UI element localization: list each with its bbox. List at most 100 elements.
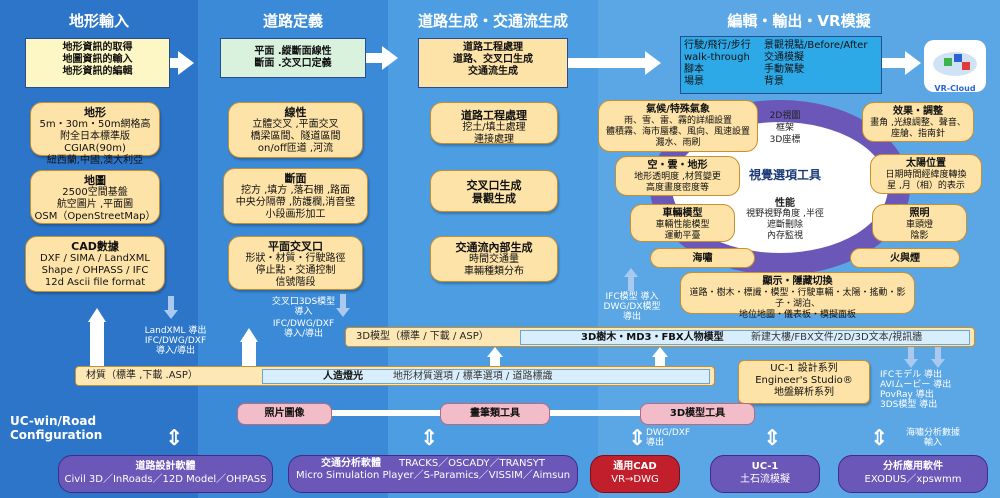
top-road-def-box: 平面 .縱斷面線性 斷面 .交叉口定義 xyxy=(220,38,366,78)
box-title: 照明 xyxy=(909,208,930,219)
analysis-software[interactable]: 分析應用軟件 EXODUS／xpswmm xyxy=(838,455,988,493)
box-line: DXF / SIMA / LandXML xyxy=(40,253,150,264)
top-text: walk-through xyxy=(684,52,750,63)
connector xyxy=(332,410,440,416)
io-line: 海嘯分析數據 xyxy=(905,428,960,438)
sky-box: 空・雲・地形 地形透明度 ,材質變更 高度畫度密度等 xyxy=(615,156,740,196)
cross3d-io: 交叉口3DS模型 導入 xyxy=(266,297,341,317)
arrow-down-icon xyxy=(931,359,945,368)
general-cad[interactable]: 通用CAD VR→DWG xyxy=(590,455,680,493)
box-line: 附全日本標準版CGIAR(90m) xyxy=(60,131,130,154)
view-option: 2D視圖 xyxy=(769,111,801,121)
arrow-stem xyxy=(340,294,346,308)
box-line: 挖土/填土處理 xyxy=(462,122,526,133)
box-line: 體積霧、海市蜃樓、風向、風速設置 xyxy=(605,127,750,137)
io-line: LandXML 導出 xyxy=(144,326,207,336)
box-line: 陰影 xyxy=(910,231,929,241)
top-text: 地圖資訊的輸入 xyxy=(62,54,133,65)
performance-line: 遮斷刪除 xyxy=(766,220,803,230)
box-line: 信號階段 xyxy=(275,277,316,288)
double-arrow-icon: ⇕ xyxy=(628,426,647,451)
box-title: 斷面 xyxy=(284,172,307,185)
arrow-up-icon xyxy=(240,328,258,342)
bottom-line: VR→DWG xyxy=(611,474,659,485)
box-line: Shape / OHPASS / IFC xyxy=(41,265,149,276)
io-line: DWG/DX模型 xyxy=(603,302,661,312)
arrow-stem xyxy=(242,340,256,366)
box-line: Engineer's Studio® xyxy=(755,375,853,386)
box-title: CAD數據 xyxy=(71,240,119,253)
box-line: 5m・30m・50m網格高 xyxy=(39,119,151,130)
fire-smoke-box: 火與煙 xyxy=(850,248,960,268)
io-line: PovRay 導出 xyxy=(880,390,934,400)
weather-box: 氣候/特殊氣象 雨、雪、雷、霧的詳細設置 體積霧、海市蜃樓、風向、風速設置 濺水… xyxy=(598,100,758,152)
box-line: 高度畫度密度等 xyxy=(645,183,709,193)
top-terrain-box: 地形資訊的取得 地圖資訊的輸入 地形資訊的編輯 xyxy=(25,38,170,88)
material-label: 材質（標準 ,下載 .ASP） xyxy=(86,370,198,381)
top-text: 手動駕駛 xyxy=(764,64,804,75)
bottom-title: UC-1 xyxy=(751,461,779,472)
io-line: 交叉口3DS模型 xyxy=(271,297,336,307)
lighting-box: 照明 車頭燈 陰影 xyxy=(872,204,967,242)
io-line: DWG/DXF xyxy=(646,428,691,438)
io-line: 導入/導出 xyxy=(283,329,324,339)
uc1-debris-flow[interactable]: UC-1 土石流模擬 xyxy=(710,455,820,493)
road-works-box: 道路工程處理 挖土/填土處理 連接處理 xyxy=(430,102,558,145)
display-toggle-box: 顯示・隱藏切換 道路・樹木・標識・模型・行駛車輛・太陽・搖動・影子・湖泊、 地位… xyxy=(680,272,915,320)
arrow-up-icon xyxy=(624,268,638,277)
intersection-box: 平面交叉口 形狀・材質・行駛路徑 停止點・交通控制 信號階段 xyxy=(228,236,363,290)
io-line: IFCモデル 導出 xyxy=(880,370,942,380)
box-line: 時間交通量 xyxy=(469,254,519,265)
box-line: 車輛種類分布 xyxy=(464,266,524,277)
trees-label: 3D樹木・MD3・FBX人物模型 xyxy=(581,332,724,343)
cloud-icon xyxy=(933,52,977,76)
io-line: IFC模型 導入 xyxy=(605,292,659,302)
box-title: 海嘯 xyxy=(692,253,713,264)
box-title: 線性 xyxy=(284,106,307,119)
top-text: 斷面 .交叉口定義 xyxy=(254,58,332,69)
box-title: 效果・調整 xyxy=(893,106,943,117)
io-line: 3DS模型 導出 xyxy=(880,400,938,410)
box-line: 12d Ascii file format xyxy=(44,277,146,288)
model3d-tool[interactable]: 3D模型工具 xyxy=(640,403,755,425)
arrow-up-icon xyxy=(88,308,106,322)
performance-line: 視野視野角度 ,半徑 xyxy=(746,209,824,219)
bottom-line: Civil 3D／InRoads／12D Model／OHPASS xyxy=(64,474,267,485)
double-arrow-icon: ⇕ xyxy=(870,426,889,451)
arrow-stem xyxy=(170,58,180,68)
box-line: 紐西蘭,中國,澳大利亞 xyxy=(46,155,144,166)
performance-line: 內存監視 xyxy=(766,231,803,241)
arrow-right-icon xyxy=(905,51,921,75)
box-line: 車輛性能模型 xyxy=(655,220,710,230)
map-box: 地圖 2500空間基盤 航空圖片 ,平面圖 OSM（OpenStreetMap） xyxy=(30,170,160,224)
top-text: 場景 xyxy=(684,76,704,87)
cad-data-box: CAD數據 DXF / SIMA / LandXML Shape / OHPAS… xyxy=(25,236,165,292)
arrow-down-icon xyxy=(164,310,178,319)
brush-tool[interactable]: 畫筆類工具 xyxy=(440,403,550,425)
lighting-label: 人造燈光 xyxy=(323,371,363,382)
config-label: UC-win/Road Configuration xyxy=(10,414,102,442)
bottom-title: 分析應用軟件 xyxy=(883,461,943,472)
landxml-io: LandXML 導出 IFC/DWG/DXF 導入/導出 xyxy=(138,326,213,356)
box-title: 車輛模型 xyxy=(662,208,703,219)
road-design-software[interactable]: 道路設計軟體 Civil 3D／InRoads／12D Model／OHPASS xyxy=(58,455,273,493)
box-line: OSM（OpenStreetMap） xyxy=(34,211,156,222)
arrow-up-icon xyxy=(652,347,668,357)
arrow-stem xyxy=(935,345,941,359)
uc1-design-box: UC-1 設計系列 Engineer's Studio® 地盤解析系列 xyxy=(738,360,870,404)
intersection-gen-box: 交叉口生成 景觀生成 xyxy=(430,170,558,212)
photo-image-tool[interactable]: 照片圖像 xyxy=(237,403,332,425)
box-line: 雨、雪、雷、霧的詳細設置 xyxy=(623,116,732,126)
traffic-gen-box: 交通流內部生成 時間交通量 車輛種類分布 xyxy=(430,236,558,282)
arrow-stem xyxy=(90,320,104,366)
view-option: 3D座標 xyxy=(769,135,801,145)
box-line: 星 ,月（相）的表示 xyxy=(887,181,965,191)
box-line: on/off匝道 ,河流 xyxy=(257,143,334,154)
arrow-up-icon xyxy=(487,347,503,357)
box-line: 橋梁區間、隧道區間 xyxy=(250,131,341,142)
arrow-stem xyxy=(908,345,914,359)
connector xyxy=(550,410,640,416)
box-title: 交叉口生成 xyxy=(466,179,522,192)
top-editing-box: 行駛/飛行/步行 walk-through 腳本 場景 景觀視點/Before/… xyxy=(680,36,882,94)
